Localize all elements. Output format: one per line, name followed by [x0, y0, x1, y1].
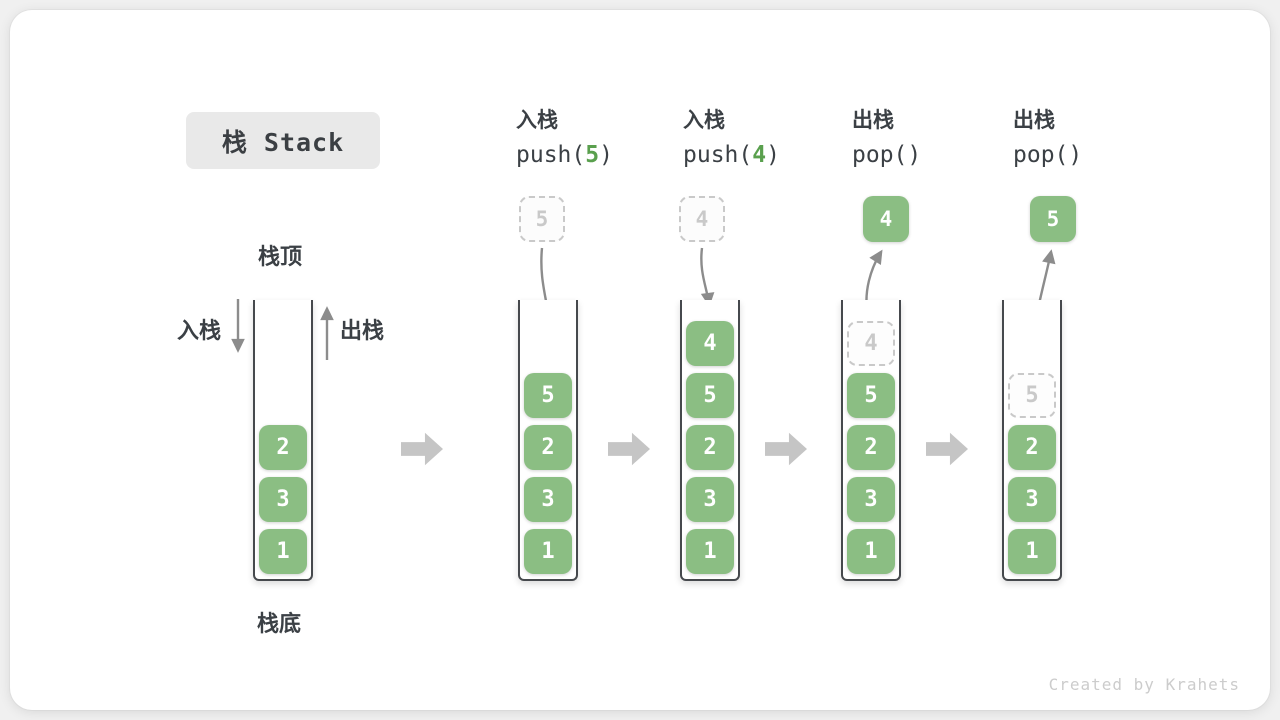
- operation-label: 出栈 pop(): [1013, 104, 1082, 168]
- operation-name: 出栈: [1013, 108, 1055, 132]
- stack-block: 1: [1008, 529, 1056, 574]
- stack-block: 3: [524, 477, 572, 522]
- operation-call: pop(): [1013, 142, 1083, 168]
- stack-block: 2: [259, 425, 307, 470]
- stack-block: 1: [847, 529, 895, 574]
- stack-block: 1: [686, 529, 734, 574]
- stack-block: 2: [524, 425, 572, 470]
- operation-name: 出栈: [852, 108, 894, 132]
- stack-block: 3: [686, 477, 734, 522]
- operation-name: 入栈: [683, 108, 725, 132]
- stack-block: 5: [686, 373, 734, 418]
- operation-arg: 5: [585, 142, 600, 168]
- incoming-value-box: 5: [519, 196, 565, 242]
- stack-block: 2: [686, 425, 734, 470]
- stack-block: 1: [524, 529, 572, 574]
- stack-top-label: 栈顶: [258, 245, 303, 270]
- stack-block: 2: [847, 425, 895, 470]
- operation-label: 入栈 push(4): [683, 104, 780, 168]
- operation-name: 入栈: [516, 108, 558, 132]
- operation-arg: 4: [752, 142, 767, 168]
- operation-call: push(4): [683, 142, 780, 168]
- stack-block: 3: [259, 477, 307, 522]
- stack-block-ghost: 4: [847, 321, 895, 366]
- title-badge: 栈 Stack: [186, 112, 380, 169]
- push-side-label: 入栈: [177, 319, 222, 344]
- stack-block: 3: [1008, 477, 1056, 522]
- popped-value-box: 4: [863, 196, 909, 242]
- operation-label: 入栈 push(5): [516, 104, 613, 168]
- stack-block: 4: [686, 321, 734, 366]
- operation-label: 出栈 pop(): [852, 104, 921, 168]
- watermark: Created by Krahets: [1048, 675, 1240, 694]
- popped-value-box: 5: [1030, 196, 1076, 242]
- operation-call: pop(): [852, 142, 922, 168]
- operation-call: push(5): [516, 142, 613, 168]
- title-text: 栈 Stack: [221, 127, 345, 157]
- stack-block: 5: [847, 373, 895, 418]
- stack-block-ghost: 5: [1008, 373, 1056, 418]
- stack-bottom-label: 栈底: [257, 612, 302, 637]
- stack-block: 2: [1008, 425, 1056, 470]
- pop-side-label: 出栈: [340, 319, 385, 344]
- stack-block: 5: [524, 373, 572, 418]
- stack-block: 3: [847, 477, 895, 522]
- stack-block: 1: [259, 529, 307, 574]
- incoming-value-box: 4: [679, 196, 725, 242]
